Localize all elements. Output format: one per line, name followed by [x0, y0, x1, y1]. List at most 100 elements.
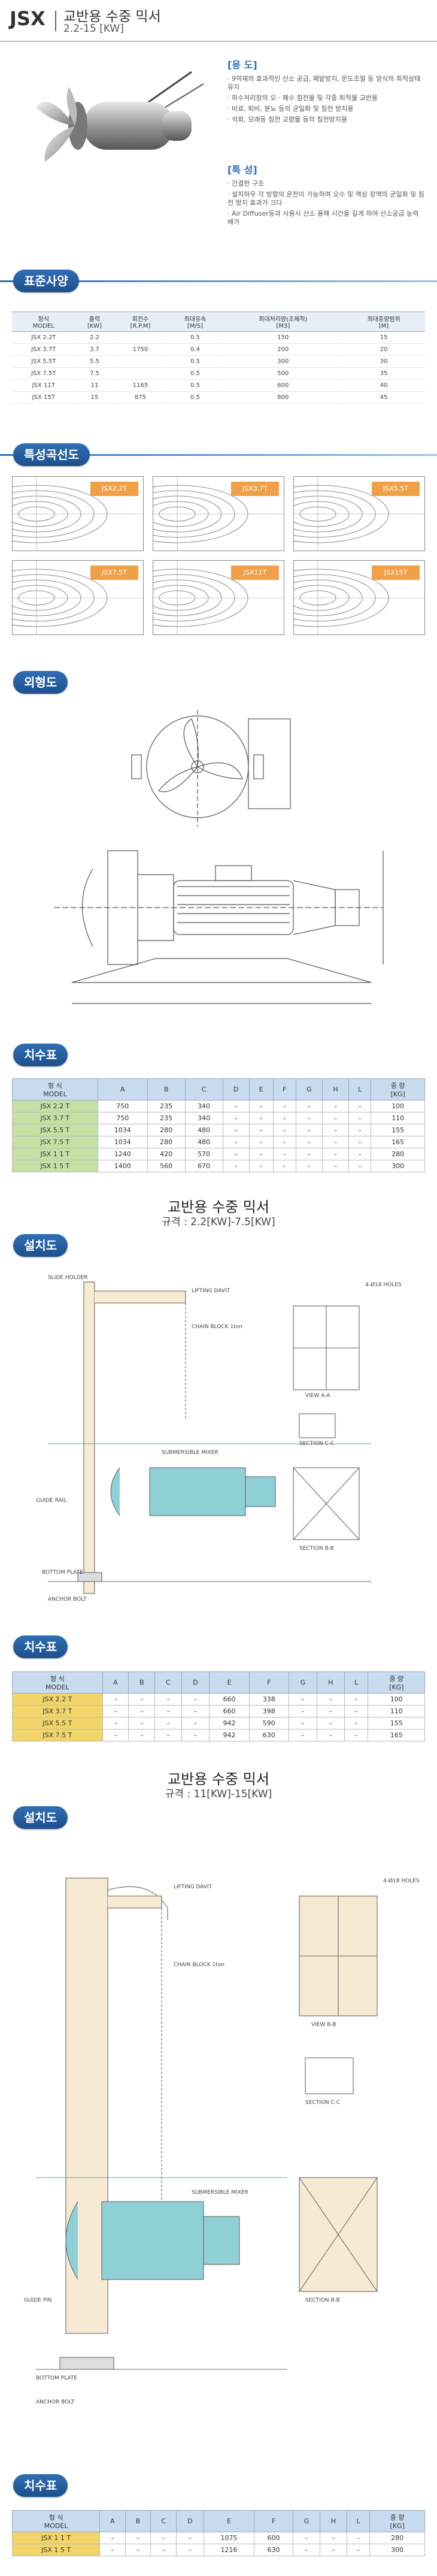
column-header: A: [99, 2510, 126, 2532]
drawing-label: SUBMERSIBLE MIXER: [162, 1450, 218, 1456]
value-cell: –: [248, 1160, 274, 1172]
model-cell: JSX 15T: [12, 391, 75, 404]
model-cell: JSX 7.5 T: [12, 1729, 103, 1741]
value-cell: –: [288, 1705, 317, 1718]
value-cell: –: [176, 2532, 204, 2544]
value-cell: 150: [223, 331, 343, 344]
value-cell: 40: [342, 379, 425, 392]
drawing-label: SECTION B-B: [299, 1546, 334, 1552]
feature-item: · 간결한 구조: [227, 180, 265, 188]
value-cell: –: [181, 1693, 210, 1706]
value-cell: 30: [342, 355, 425, 368]
value-cell: 45: [342, 391, 425, 404]
column-header: L: [348, 1078, 372, 1100]
value-cell: –: [248, 1100, 274, 1112]
curve-model-tag: JSX7.5T: [90, 566, 138, 580]
value-cell: 280: [371, 1148, 425, 1160]
usage-section: [용 도] · 9억재의 효과적인 산소 공급, 폐밭방지, 온도조절 등 양식…: [227, 57, 425, 126]
value-cell: –: [295, 1112, 323, 1124]
column-header: H: [316, 1671, 345, 1694]
value-cell: 420: [147, 1148, 186, 1160]
usage-item: · 비료, 퇴비, 분뇨 등의 균일화 및 침전 방지용: [227, 105, 354, 113]
value-cell: 480: [184, 1136, 223, 1148]
value-cell: –: [272, 1160, 296, 1172]
value-cell: 165: [371, 1136, 425, 1148]
value-cell: 155: [368, 1717, 425, 1730]
curve-model-tag: JSX5.5T: [372, 482, 420, 496]
drawing-label: SECTION B-B: [305, 2297, 340, 2303]
usage-heading: [용 도]: [227, 59, 257, 71]
install2-subtitle: 규격 : 11[KW]-15[KW]: [165, 1788, 272, 1800]
value-cell: 875: [114, 391, 167, 404]
drawing-label: SUBMERSIBLE MIXER: [192, 2190, 248, 2196]
column-header: G: [292, 2510, 321, 2532]
value-cell: –: [316, 1717, 345, 1730]
section-title-install2: 설치도: [13, 1806, 68, 1829]
value-cell: –: [344, 1717, 369, 1730]
value-cell: –: [295, 1160, 323, 1172]
value-cell: –: [288, 1717, 317, 1730]
value-cell: 942: [209, 1729, 250, 1741]
value-cell: 560: [147, 1160, 186, 1172]
value-cell: –: [322, 1100, 349, 1112]
value-cell: 100: [368, 1693, 425, 1706]
product-image: [12, 66, 210, 186]
drawing-label: BOTTOM PLATE: [36, 2375, 77, 2381]
value-cell: –: [344, 1705, 369, 1718]
usage-item: · 9억재의 효과적인 산소 공급, 폐밭방지, 온도조절 등 양식의 최적상태…: [227, 75, 421, 91]
model-cell: JSX 2.2 T: [12, 1693, 103, 1706]
drawing-label: GUIDE PIN: [24, 2297, 52, 2303]
value-cell: –: [222, 1100, 250, 1112]
column-header: B: [128, 1671, 156, 1694]
value-cell: –: [102, 1705, 129, 1718]
column-header: 최대처리량(조체적)[M3]: [223, 312, 343, 332]
value-cell: 338: [248, 1693, 289, 1706]
value-cell: –: [128, 1693, 156, 1706]
value-cell: –: [316, 1729, 345, 1741]
value-cell: 1034: [97, 1124, 148, 1136]
value-cell: –: [295, 1124, 323, 1136]
value-cell: –: [322, 1160, 349, 1172]
value-cell: –: [128, 1717, 156, 1730]
value-cell: –: [176, 2544, 204, 2556]
value-cell: 1400: [97, 1160, 148, 1172]
value-cell: 570: [184, 1148, 223, 1160]
value-cell: 0.5: [166, 379, 224, 392]
value-cell: –: [346, 2532, 371, 2544]
model-cell: JSX 1 5 T: [12, 1160, 98, 1172]
model-cell: JSX 3.7 T: [12, 1705, 103, 1718]
value-cell: 200: [223, 343, 343, 356]
value-cell: –: [322, 1124, 349, 1136]
value-cell: 15: [342, 331, 425, 344]
value-cell: 280: [147, 1136, 186, 1148]
install1-title: 교반용 수중 믹서: [168, 1199, 269, 1216]
curve-panel: JSX15T: [293, 560, 425, 635]
value-cell: –: [181, 1729, 210, 1741]
column-header: C: [184, 1078, 223, 1100]
value-cell: 300: [371, 1160, 425, 1172]
value-cell: –: [288, 1729, 317, 1741]
feature-item: · 설치하우 각 방향의 운전이 가능하며 오수 및 액상 장액의 균일화 및 …: [227, 191, 424, 207]
column-header: F: [254, 2510, 293, 2532]
value-cell: –: [102, 1729, 129, 1741]
value-cell: –: [322, 1112, 349, 1124]
drawing-label: 4-Ø18 HOLES: [365, 1282, 402, 1288]
page-header: JSX 교반용 수중 믹서 2.2-15 [KW]: [0, 0, 437, 42]
column-header: C: [154, 1671, 182, 1694]
value-cell: 500: [223, 367, 343, 380]
section-rule-spec: [0, 280, 437, 282]
value-cell: –: [344, 1693, 369, 1706]
model-code: JSX: [10, 7, 45, 30]
column-header: E: [248, 1078, 274, 1100]
value-cell: –: [348, 1112, 372, 1124]
column-header: L: [346, 2510, 371, 2532]
usage-item: · 석회, 모래등 침전 교량물 등의 침전방지용: [227, 116, 348, 123]
value-cell: 0.5: [166, 391, 224, 404]
install2-title: 교반용 수중 믹서: [168, 1771, 269, 1788]
